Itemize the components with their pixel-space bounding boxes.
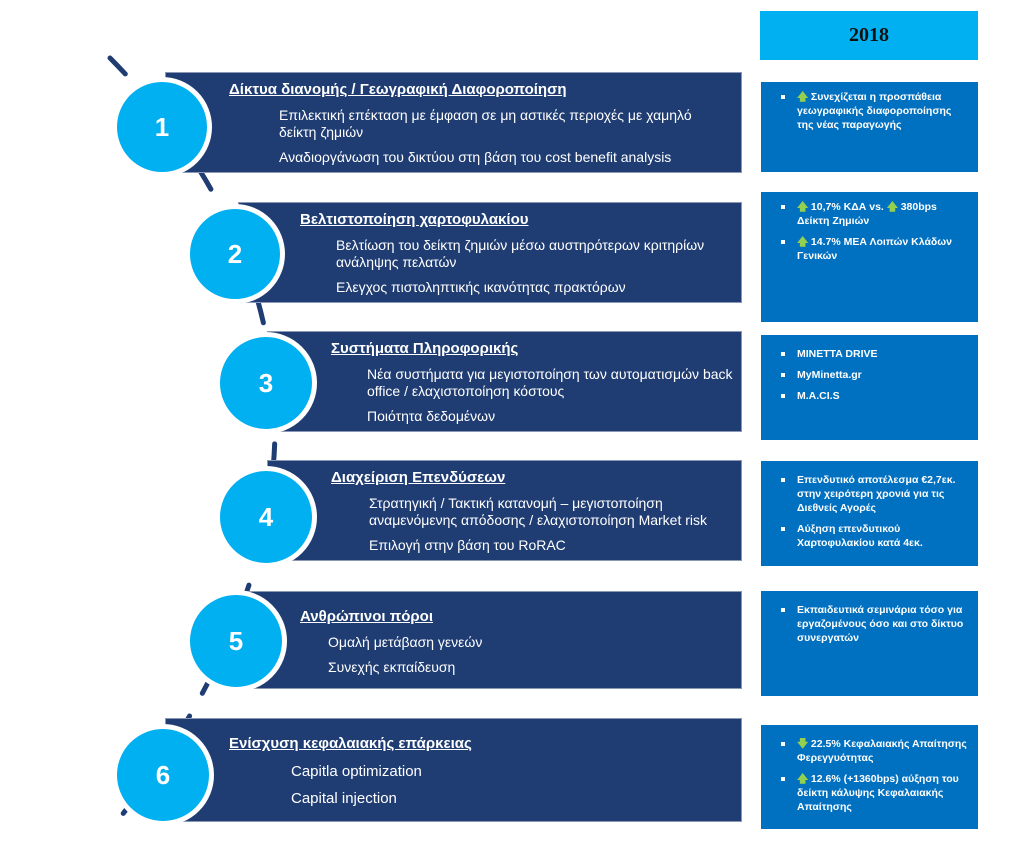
- row-4-number: 4: [258, 501, 274, 532]
- row-5-number-circle: 5: [185, 590, 287, 692]
- panel-4-item-1-text: Επενδυτικό αποτέλεσμα €2,7εκ. στην χειρό…: [797, 474, 956, 514]
- row-6-bullet-2: Capital injection: [291, 790, 397, 807]
- panel-4-item-2-text: Αύξηση επενδυτικού Χαρτοφυλακίου κατά 4ε…: [797, 523, 923, 549]
- row-5-bullet-1: Ομαλή μετάβαση γενεών: [328, 634, 483, 650]
- panel-3-item-3-text: M.A.CI.S: [797, 390, 840, 402]
- row-2-number: 2: [227, 238, 243, 269]
- panel-4-item-1: Επενδυτικό αποτέλεσμα €2,7εκ. στην χειρό…: [771, 473, 968, 515]
- row-4-number-circle: 4: [215, 466, 317, 568]
- panel-3-item-1: MINETTA DRIVE: [771, 347, 968, 361]
- row-5-title: Ανθρώπινοι πόροι: [300, 608, 434, 625]
- row-3-bullets: Νέα συστήματα για μεγιστοποίηση των αυτο…: [367, 366, 737, 433]
- row-5-bullets: Ομαλή μετάβαση γενεών Συνεχής εκπαίδευση: [328, 634, 728, 684]
- row-2-bullet-1: Βελτίωση του δείκτη ζημιών μέσω αυστηρότ…: [336, 237, 705, 270]
- panel-3-item-1-text: MINETTA DRIVE: [797, 348, 878, 360]
- row-4-bullets: Στρατηγική / Τακτική κατανομή – μεγιστοπ…: [369, 495, 737, 562]
- down-arrow-icon: 🡇: [797, 738, 809, 750]
- panel-4-item-2: Αύξηση επενδυτικού Χαρτοφυλακίου κατά 4ε…: [771, 522, 968, 550]
- row-1-bullets: Επιλεκτική επέκταση με έμφαση σε μη αστι…: [279, 107, 729, 174]
- row-2-title: Βελτιστοποίηση χαρτοφυλακίου: [300, 211, 529, 228]
- panel-2-item-2: 🡅 14.7% ΜΕΑ Λοιπών Κλάδων Γενικών: [771, 235, 968, 263]
- row-1-title: Δίκτυα διανομής / Γεωγραφική Διαφοροποίη…: [229, 81, 567, 98]
- panel-6-item-2-text: 12.6% (+1360bps) αύξηση του δείκτη κάλυψ…: [797, 773, 959, 813]
- row-4-title: Διαχείριση Επενδύσεων: [331, 469, 506, 486]
- row-6-number-circle: 6: [112, 724, 214, 826]
- year-header: 2018: [760, 11, 978, 60]
- row-6-bullets: Capitla optimization Capital injection: [291, 762, 711, 816]
- panel-5-item-1: Εκπαιδευτικά σεμινάρια τόσο για εργαζομέ…: [771, 603, 968, 645]
- row-4-bullet-1: Στρατηγική / Τακτική κατανομή – μεγιστοπ…: [369, 495, 708, 528]
- row-1-number: 1: [154, 111, 170, 142]
- row-1-bullet-1: Επιλεκτική επέκταση με έμφαση σε μη αστι…: [279, 107, 692, 140]
- row-4-bullet-2: Επιλογή στην βάση του RoRAC: [369, 537, 566, 553]
- panel-6-item-1: 🡇 22.5% Κεφαλαιακής Απαίτησης Φερεγγυότη…: [771, 737, 968, 765]
- result-panel-2: 🡅 10,7% ΚΔΑ vs. 🡅 380bps Δείκτη Ζημιών 🡅…: [761, 192, 978, 322]
- panel-1-item-1: 🡅 Συνεχίζεται η προσπάθεια γεωγραφικής δ…: [771, 90, 968, 132]
- year-label: 2018: [849, 24, 889, 46]
- up-arrow-icon: 🡅: [797, 773, 809, 785]
- row-3-banner: Συστήματα Πληροφορικής Νέα συστήματα για…: [267, 331, 742, 432]
- row-6-bullet-1: Capitla optimization: [291, 763, 422, 780]
- row-1-number-circle: 1: [112, 77, 212, 177]
- result-panel-3: MINETTA DRIVE MyMinetta.gr M.A.CI.S: [761, 335, 978, 440]
- panel-2-item-2-text: 14.7% ΜΕΑ Λοιπών Κλάδων Γενικών: [797, 236, 953, 262]
- row-6-number: 6: [155, 759, 171, 790]
- row-1-bullet-2: Αναδιοργάνωση του δικτύου στη βάση του c…: [279, 149, 672, 165]
- result-panel-5: Εκπαιδευτικά σεμινάρια τόσο για εργαζομέ…: [761, 591, 978, 696]
- panel-3-item-2: MyMinetta.gr: [771, 368, 968, 382]
- panel-6-item-2: 🡅 12.6% (+1360bps) αύξηση του δείκτη κάλ…: [771, 772, 968, 814]
- row-4-banner: Διαχείριση Επενδύσεων Στρατηγική / Τακτι…: [267, 460, 742, 561]
- panel-3-item-2-text: MyMinetta.gr: [797, 369, 862, 381]
- panel-6-item-1-text: 22.5% Κεφαλαιακής Απαίτησης Φερεγγυότητα…: [797, 738, 967, 764]
- panel-2-item-1: 🡅 10,7% ΚΔΑ vs. 🡅 380bps Δείκτη Ζημιών: [771, 200, 968, 228]
- row-5-number: 5: [228, 625, 244, 656]
- row-3-title: Συστήματα Πληροφορικής: [331, 340, 519, 357]
- row-5-bullet-2: Συνεχής εκπαίδευση: [328, 659, 456, 675]
- result-panel-6: 🡇 22.5% Κεφαλαιακής Απαίτησης Φερεγγυότη…: [761, 725, 978, 829]
- row-1-banner: Δίκτυα διανομής / Γεωγραφική Διαφοροποίη…: [165, 72, 742, 173]
- row-2-banner: Βελτιστοποίηση χαρτοφυλακίου Βελτίωση το…: [238, 202, 742, 303]
- up-arrow-icon: 🡅: [886, 201, 899, 213]
- result-panel-4: Επενδυτικό αποτέλεσμα €2,7εκ. στην χειρό…: [761, 461, 978, 566]
- panel-1-item-1-text: Συνεχίζεται η προσπάθεια γεωγραφικής δια…: [797, 91, 952, 131]
- row-2-number-circle: 2: [185, 204, 285, 304]
- row-3-bullet-2: Ποιότητα δεδομένων: [367, 408, 496, 424]
- row-3-bullet-1: Νέα συστήματα για μεγιστοποίηση των αυτο…: [367, 366, 733, 399]
- up-arrow-icon: 🡅: [797, 91, 809, 103]
- row-5-banner: Ανθρώπινοι πόροι Ομαλή μετάβαση γενεών Σ…: [238, 591, 742, 689]
- row-2-bullets: Βελτίωση του δείκτη ζημιών μέσω αυστηρότ…: [336, 237, 736, 304]
- row-6-banner: Ενίσχυση κεφαλαιακής επάρκειας Capitla o…: [165, 718, 742, 822]
- row-3-number-circle: 3: [215, 332, 317, 434]
- panel-5-item-1-text: Εκπαιδευτικά σεμινάρια τόσο για εργαζομέ…: [797, 604, 964, 644]
- row-6-title: Ενίσχυση κεφαλαιακής επάρκειας: [229, 735, 472, 752]
- row-3-number: 3: [258, 367, 274, 398]
- panel-2-item-1-text-b: 380bps Δείκτη Ζημιών: [797, 201, 937, 227]
- row-2-bullet-2: Ελεγχος πιστοληπτικής ικανότητας πρακτόρ…: [336, 279, 626, 295]
- panel-2-item-1-text-a: 10,7% ΚΔΑ vs.: [810, 201, 887, 213]
- up-arrow-icon: 🡅: [797, 236, 809, 248]
- result-panel-1: 🡅 Συνεχίζεται η προσπάθεια γεωγραφικής δ…: [761, 82, 978, 172]
- up-arrow-icon: 🡅: [797, 201, 809, 213]
- panel-3-item-3: M.A.CI.S: [771, 389, 968, 403]
